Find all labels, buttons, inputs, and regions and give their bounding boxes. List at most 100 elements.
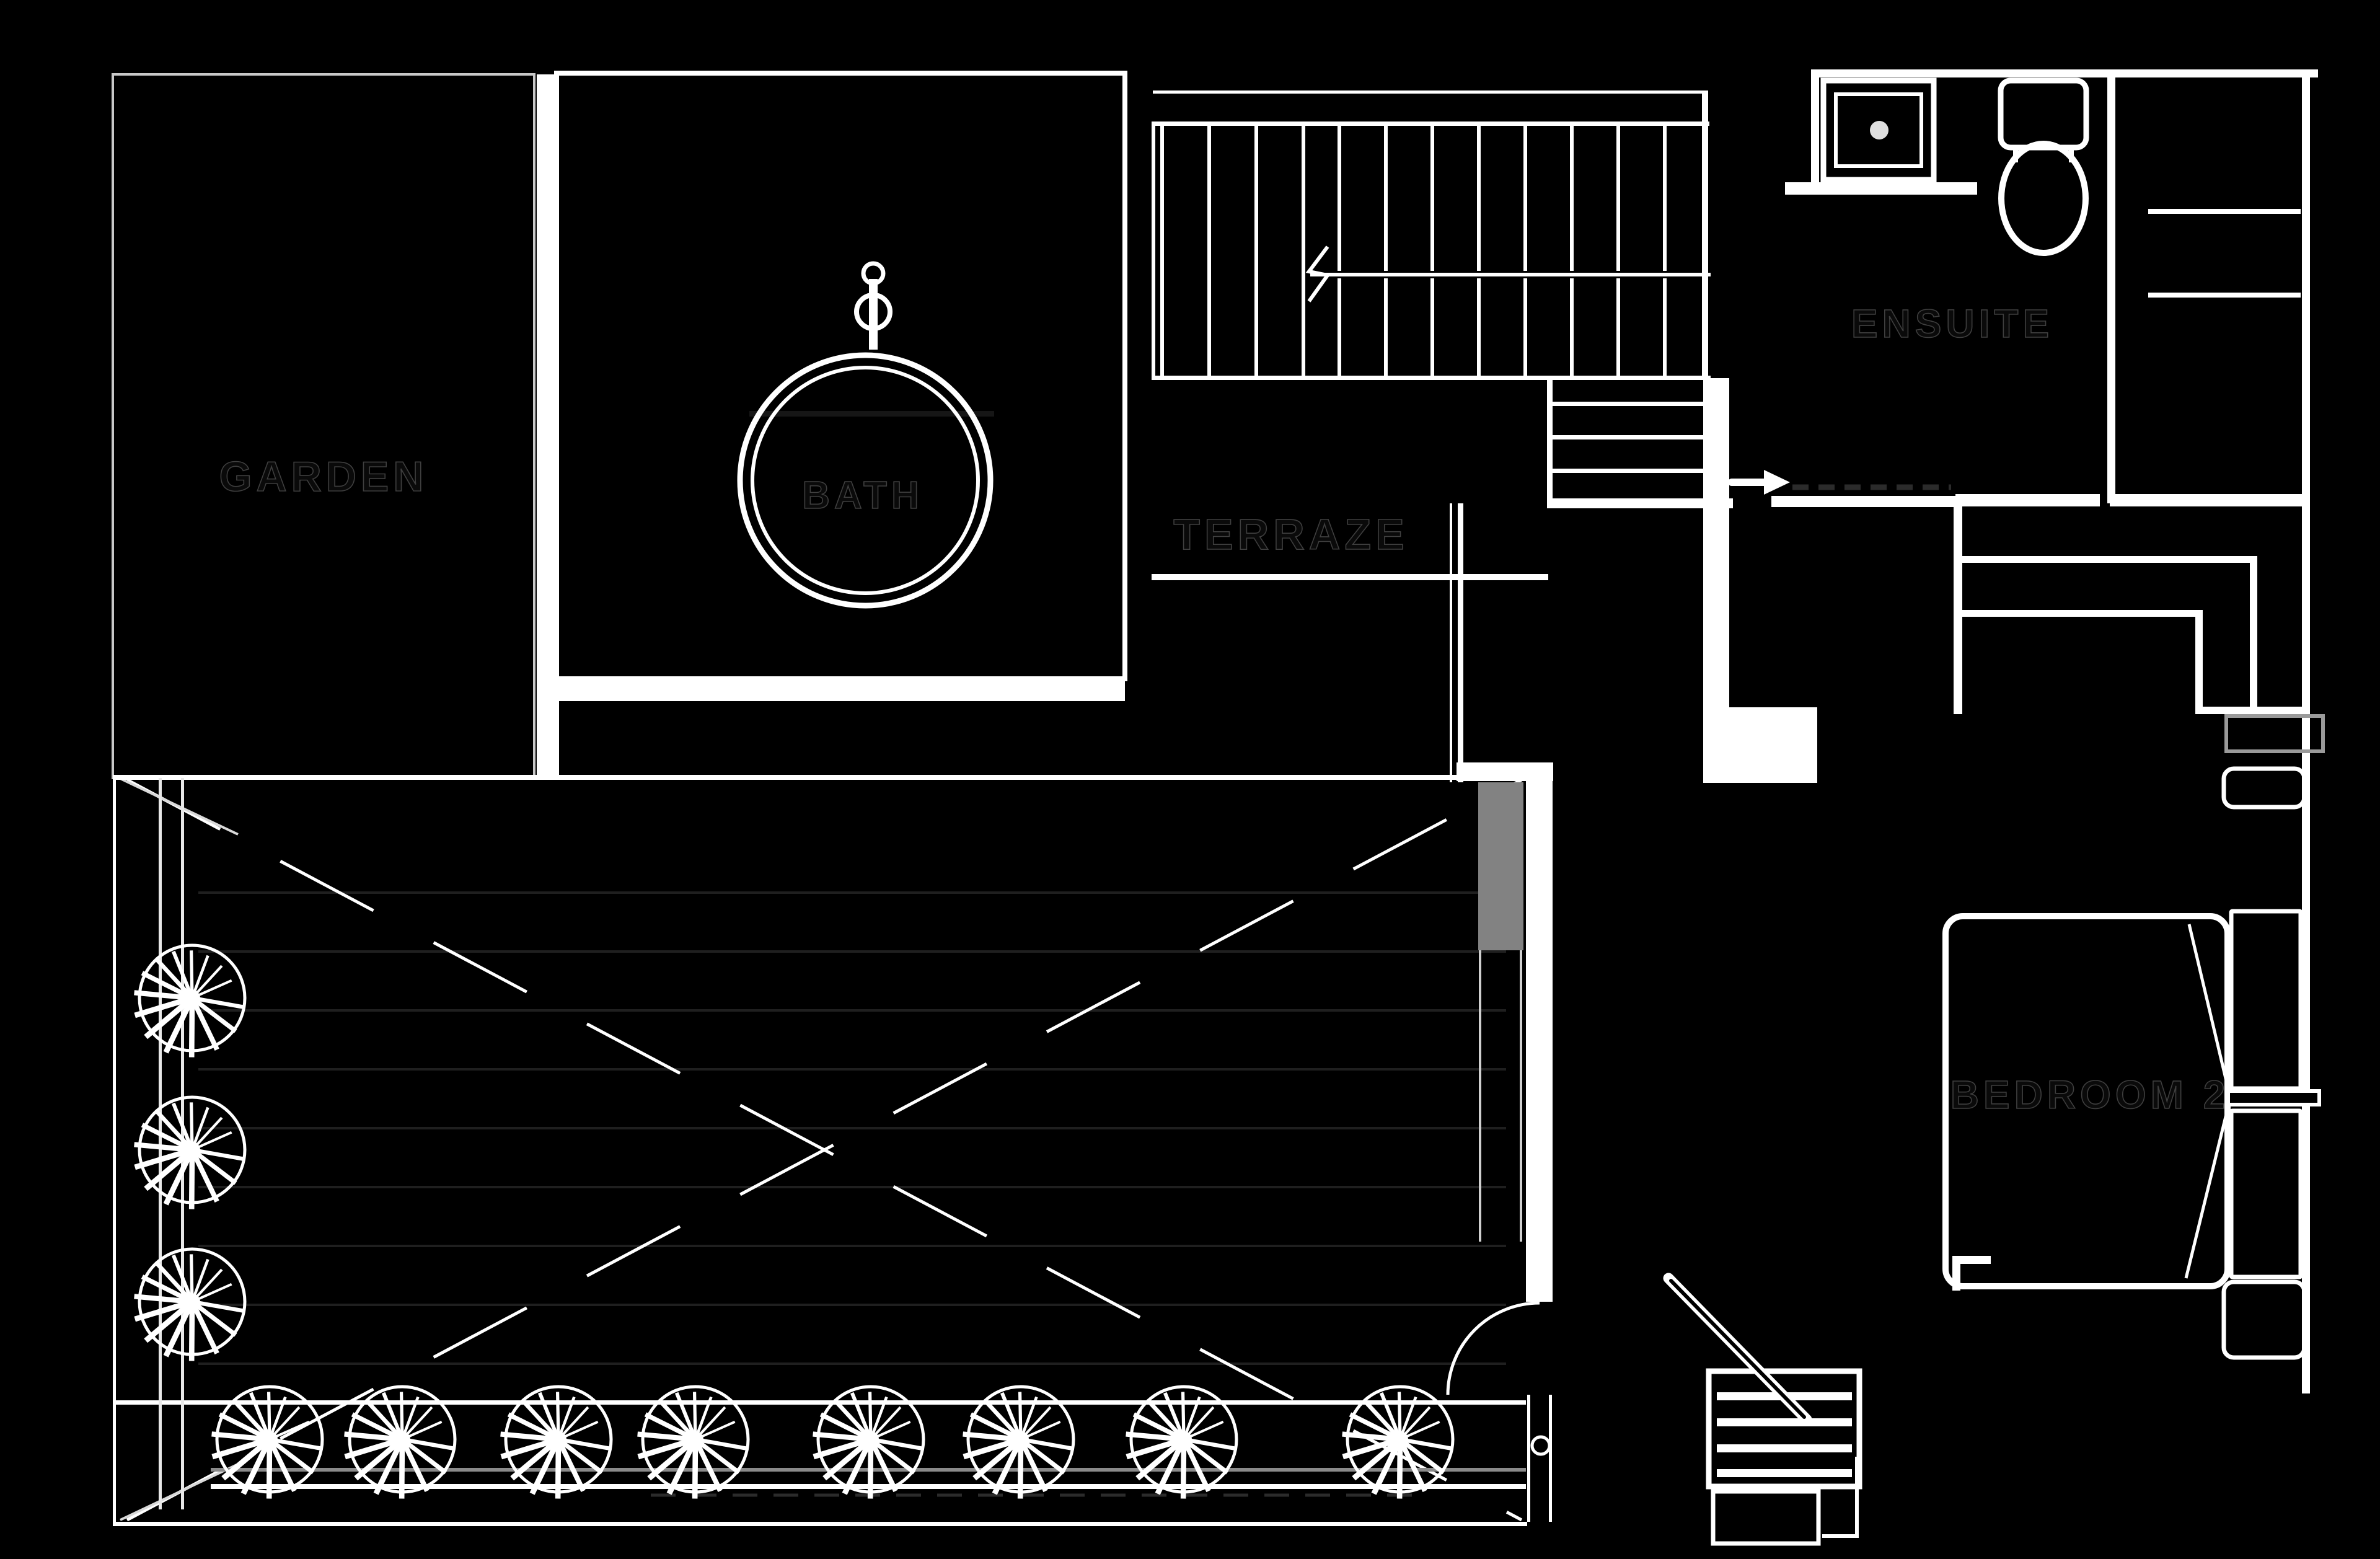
tree-icon (500, 1385, 613, 1499)
stair-tread (1384, 126, 1388, 271)
bathtub-inner-icon (751, 366, 980, 595)
wall-exterior-right-wall (2302, 69, 2310, 1393)
wardrobe-icon (2221, 1279, 2307, 1360)
stair-tread (1549, 469, 1708, 473)
wall-landing-bottom-band (1547, 498, 1733, 508)
wall-terrace-wall-thin-a (1527, 1395, 1530, 1522)
wall-closet-shelf-2-v (2195, 610, 2203, 714)
stair-tread (1254, 126, 1258, 376)
stair-tread (1477, 278, 1481, 376)
wall-sink-nook-wall (1811, 69, 1819, 192)
faucet-ring-icon (854, 293, 892, 331)
bench-slat (1717, 1469, 1852, 1477)
wall-stairs-left-edge (1152, 124, 1155, 378)
room-label-ensuite: ENSUITE (1851, 301, 2053, 346)
wall-closet-bottom (2195, 707, 2309, 714)
wall-stairs-top-edge (1153, 91, 1706, 94)
stair-tread (1523, 278, 1527, 376)
bed-cover-line (2184, 1098, 2232, 1279)
stair-tread (1338, 126, 1341, 271)
room-label-terrace: TERRAZE (1173, 510, 1409, 559)
stair-tread (1616, 278, 1620, 376)
wall-terrace-wall-band (1526, 781, 1553, 1302)
wall-sink-nook-band (1785, 182, 1977, 195)
tree-icon (134, 1095, 247, 1209)
toilet-bowl-icon (1998, 141, 2089, 256)
wall-ensuite-bottom-b (2110, 494, 2309, 506)
sink-counter-icon (1820, 77, 1937, 183)
stair-tread (1430, 278, 1434, 376)
room-bath (554, 71, 1127, 681)
wall-stairs-mid-line (1310, 273, 1711, 276)
break-line-top-left (120, 777, 239, 836)
sliding-panel (1478, 782, 1523, 950)
room-label-garden: GARDEN (219, 453, 428, 500)
stair-tread (1570, 126, 1574, 271)
wardrobe-icon (2221, 766, 2307, 810)
wardrobe-icon (2229, 1108, 2303, 1279)
wall-terrace-wall-cap (1457, 762, 1553, 781)
bench-side (1822, 1457, 1859, 1538)
wall-ensuite-top-wall (1811, 69, 2318, 77)
direction-arrow-head-icon (1764, 470, 1790, 495)
room-label-bedroom2: BEDROOM 2 (1950, 1072, 2230, 1117)
tree-icon (344, 1385, 457, 1499)
wall-terrace-right-wall-a (1458, 503, 1463, 782)
toilet-tank-icon (1998, 77, 2089, 151)
wall-left-boundary (113, 775, 116, 1526)
desk-icon (2224, 714, 2325, 753)
stair-tread (1549, 402, 1708, 406)
stair-tread (1207, 126, 1211, 376)
wall-terrace-bottom-edge (113, 1522, 1527, 1526)
door-arc-icon (1446, 1301, 1540, 1395)
faucet-icon (869, 279, 878, 350)
wall-bath-bottom-band (557, 679, 1125, 701)
stair-tread (1549, 435, 1708, 439)
wall-corner-wall-h (1952, 1256, 1991, 1264)
wall-hall-wall-column (1703, 378, 1729, 783)
wall-ensuite-bottom-a (1955, 494, 2100, 506)
wall-right-room-shelf-2 (2148, 293, 2301, 298)
room-garden (112, 73, 536, 779)
wall-gap-strip (537, 74, 559, 778)
wall-closet-shelf-2 (1962, 610, 2203, 617)
wall-stairs-bottom-line (1152, 376, 1711, 380)
stair-tread (1523, 126, 1527, 271)
tree-icon (637, 1385, 750, 1499)
wall-terrace-right-wall-b (1450, 503, 1452, 782)
wall-closet-left-wall (1954, 502, 1962, 714)
stair-tread (1477, 126, 1481, 271)
sink-drain-icon (1870, 121, 1889, 139)
window-bar (2226, 1089, 2321, 1106)
bath-seat-line (749, 411, 994, 417)
bathtub-icon (737, 352, 994, 609)
tree-icon (211, 1385, 324, 1499)
stair-tread (1616, 126, 1620, 271)
stair-tread (1160, 126, 1164, 376)
wall-right-room-shelf-1 (2148, 209, 2301, 214)
faucet-knob-icon (861, 261, 886, 286)
wall-terrace-wall-thin-b (1549, 1395, 1552, 1522)
wall-fence-line-1 (159, 778, 162, 1509)
tree-icon (134, 943, 247, 1058)
terrace-cross-line (126, 778, 1523, 1522)
wall-terrace-bottom-line-1 (113, 1400, 1526, 1405)
tree-icon (1342, 1385, 1455, 1499)
sink-icon (1834, 92, 1923, 168)
wall-stairs-top-line (1152, 121, 1709, 126)
bench-slat (1717, 1418, 1852, 1426)
stair-tread (1663, 278, 1667, 376)
tree-icon (813, 1385, 925, 1499)
wall-ensuite-right-wall (2107, 69, 2115, 503)
tree-icon (1126, 1385, 1238, 1499)
wall-track-line-2 (1520, 950, 1522, 1242)
door-knob-icon (1530, 1435, 1551, 1456)
wall-stairs-right-edge (1702, 91, 1708, 379)
stair-tread (1663, 126, 1667, 271)
stair-tread (1302, 126, 1305, 376)
wall-track-line-1 (1479, 950, 1481, 1242)
bench-icon (1706, 1368, 1862, 1490)
wall-closet-shelf-1 (1962, 556, 2257, 563)
break-line-bottom-left (120, 1463, 239, 1521)
